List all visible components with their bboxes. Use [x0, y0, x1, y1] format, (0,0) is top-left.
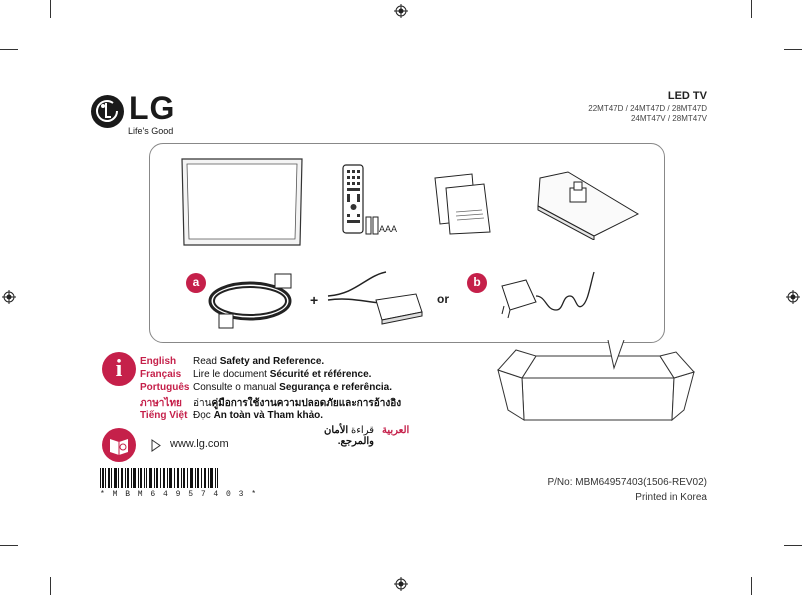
crop-mark	[50, 0, 51, 18]
footer-info: P/No: MBM64957403(1506-REV02) Printed in…	[547, 475, 707, 505]
crop-mark	[751, 0, 752, 18]
brand-tagline: Life's Good	[128, 126, 174, 136]
info-icon: i	[102, 352, 136, 386]
lang-text-french: Lire le document Sécurité et référence.	[193, 369, 371, 380]
or-label: or	[437, 292, 449, 306]
barcode-number: * M B M 6 4 9 5 7 4 0 3 *	[100, 490, 258, 499]
printed-in: Printed in Korea	[635, 492, 707, 503]
registration-mark-icon	[2, 290, 16, 304]
manual-book-icon	[102, 428, 136, 462]
option-a-badge: a	[186, 273, 206, 293]
part-number: P/No: MBM64957403(1506-REV02)	[547, 477, 707, 488]
wall-adapter-icon	[501, 271, 595, 319]
models-line: 24MT47V / 28MT47V	[630, 114, 707, 123]
lang-text-portuguese: Consulte o manual Segurança e referência…	[193, 382, 392, 393]
battery-label: AAA	[379, 224, 398, 234]
lang-text-english: Read Safety and Reference.	[193, 356, 324, 367]
lang-vietnamese: Tiếng Việt	[140, 410, 188, 421]
ac-adapter-icon	[327, 271, 423, 325]
registration-mark-icon	[394, 4, 408, 18]
plus-sign: +	[310, 292, 319, 308]
registration-mark-icon	[394, 577, 408, 591]
carton-box-icon	[497, 340, 695, 422]
lang-text-bold: Sécurité et référence.	[269, 369, 372, 380]
lang-text-pre: قراءة	[348, 425, 374, 436]
power-cable-icon	[208, 273, 292, 329]
registration-mark-icon	[786, 290, 800, 304]
lang-text-bold: คู่มือการใช้งานความปลอดภัยและการอ้างอิง	[211, 398, 402, 409]
lang-text-pre: Đọc	[193, 410, 214, 421]
lang-text-pre: Consulte o manual	[193, 382, 280, 393]
lang-thai: ภาษาไทย	[140, 398, 182, 409]
lang-text-pre: Lire le document	[193, 369, 270, 380]
crop-mark	[50, 577, 51, 595]
crop-mark	[0, 49, 18, 50]
lang-text-vietnamese: Đọc An toàn và Tham khảo.	[193, 410, 323, 421]
manual-documents-icon	[434, 173, 491, 235]
lang-text-pre: อ่าน	[193, 398, 212, 409]
play-arrow-icon	[151, 439, 161, 452]
brand-logo-text: LG	[129, 90, 176, 126]
battery-icon	[365, 216, 379, 235]
lang-text-arabic: قراءة الأمان والمرجع.	[290, 425, 374, 447]
stand-base-icon	[537, 171, 640, 240]
lang-arabic: العربية	[382, 425, 410, 436]
crop-mark	[751, 577, 752, 595]
models-line: 22MT47D / 24MT47D / 28MT47D	[588, 104, 707, 113]
lang-text-bold: الأمان والمرجع.	[323, 425, 374, 447]
tv-icon	[181, 158, 303, 246]
package-contents-box	[149, 143, 665, 343]
lg-logo-icon	[91, 95, 124, 128]
lang-english: English	[140, 356, 177, 367]
product-title: LED TV	[667, 90, 707, 102]
website-link[interactable]: www.lg.com	[170, 438, 229, 450]
lang-french: Français	[140, 369, 182, 380]
model-list: 22MT47D / 24MT47D / 28MT47D 24MT47V / 28…	[588, 104, 707, 124]
crop-mark	[784, 545, 802, 546]
barcode-icon	[100, 468, 218, 488]
lang-text-bold: Safety and Reference.	[219, 356, 325, 367]
option-b-badge: b	[467, 273, 487, 293]
lang-text-pre: Read	[193, 356, 220, 367]
lang-text-bold: Segurança e referência.	[279, 382, 393, 393]
crop-mark	[0, 545, 18, 546]
remote-control-icon	[342, 164, 364, 234]
lang-text-bold: An toàn và Tham khảo.	[213, 410, 324, 421]
lang-portuguese: Português	[140, 382, 190, 393]
crop-mark	[784, 49, 802, 50]
lang-text-thai: อ่านคู่มือการใช้งานความปลอดภัยและการอ้าง…	[193, 396, 401, 411]
